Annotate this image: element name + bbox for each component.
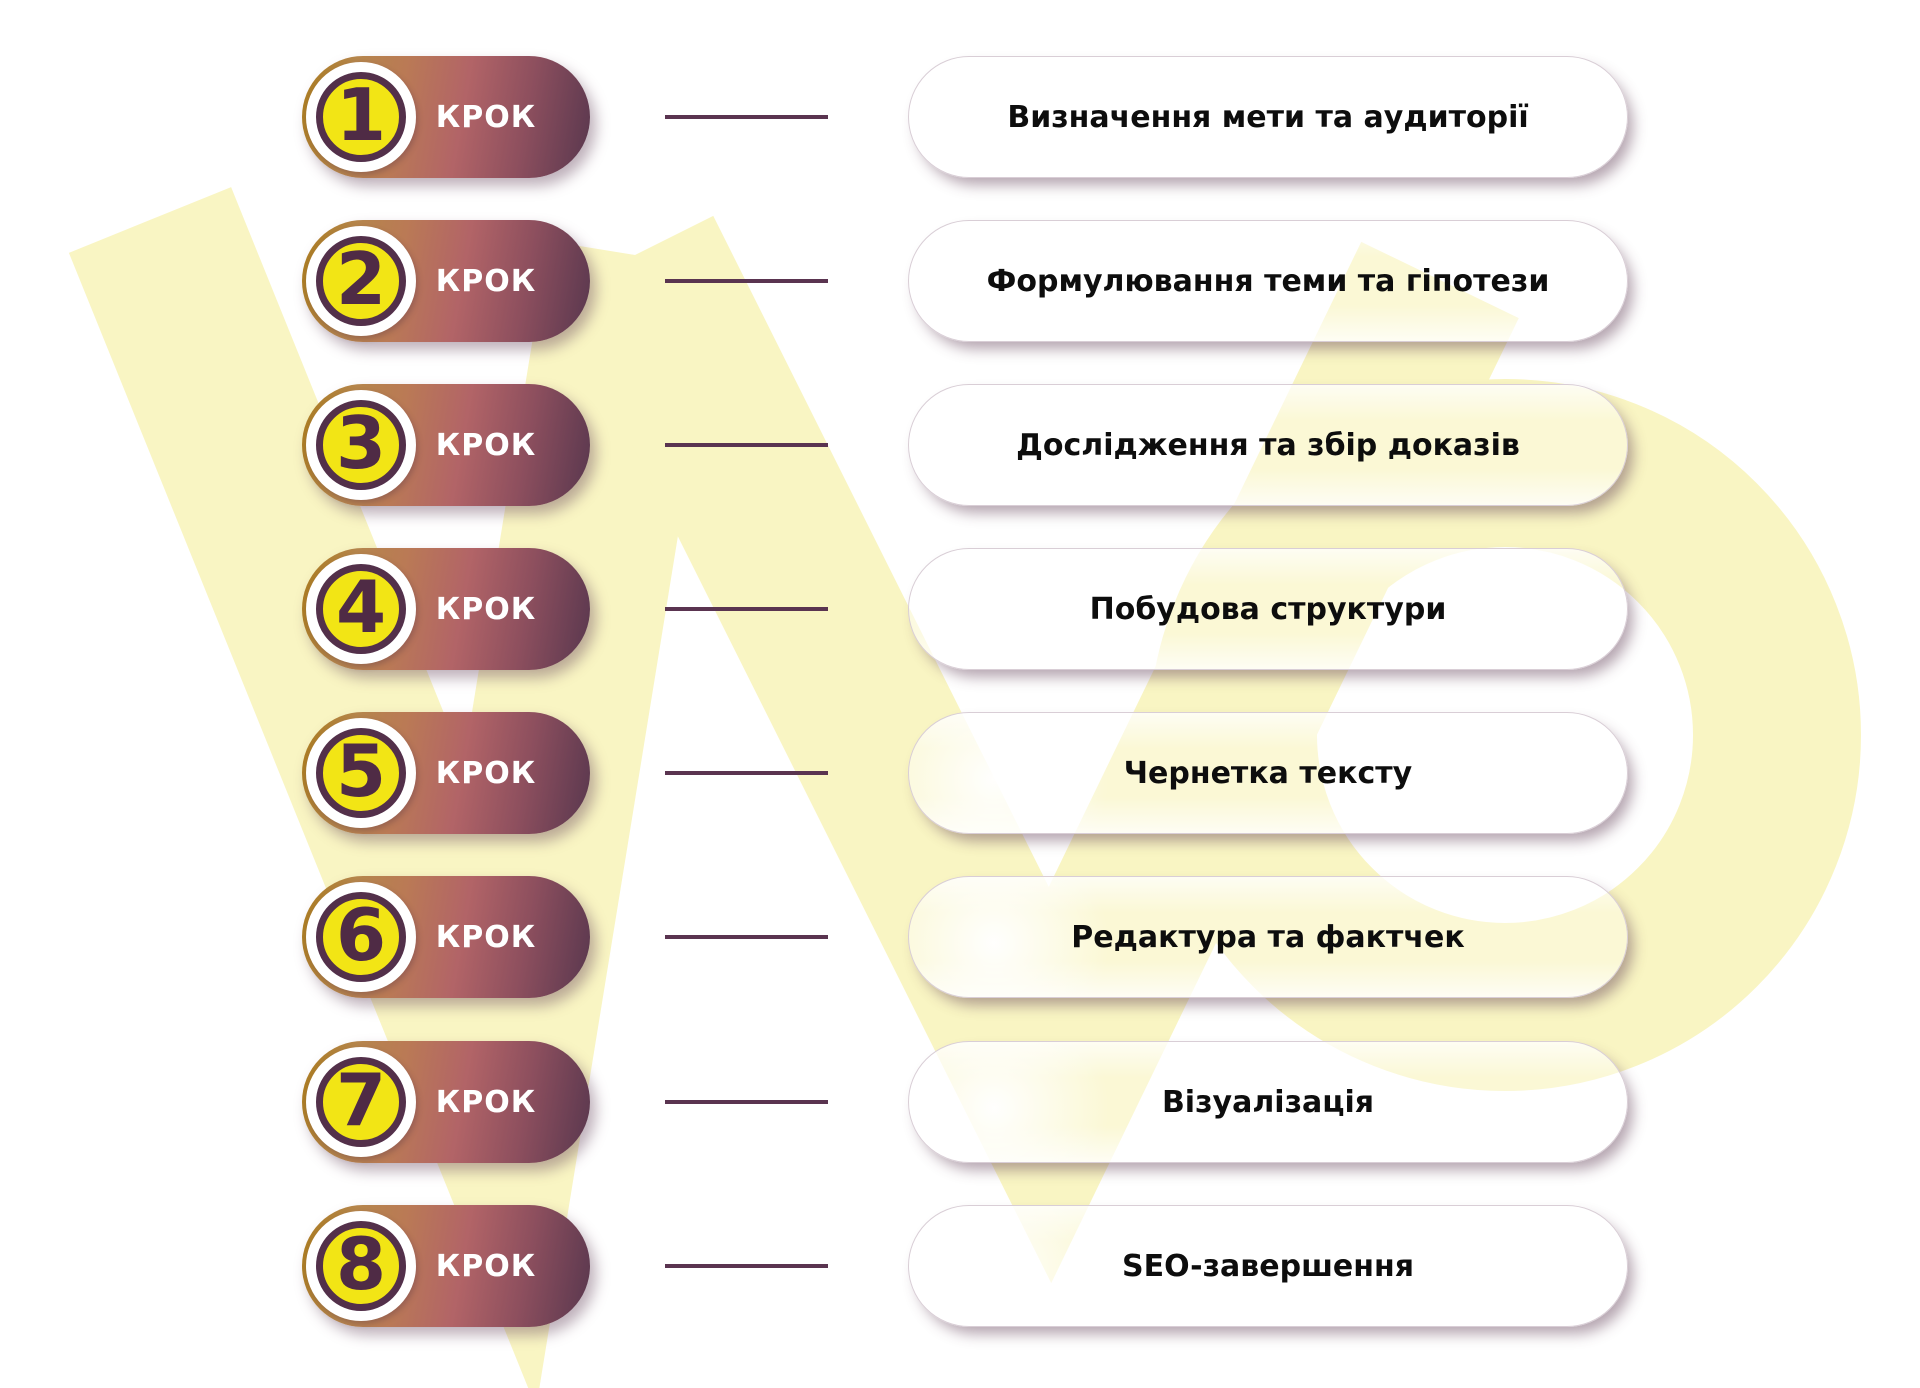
- step-badge-label-1: КРОК: [435, 99, 537, 135]
- step-number-disc-4: 4: [316, 564, 406, 654]
- step-title-5: Чернетка тексту: [1123, 755, 1413, 791]
- step-title-1: Визначення мети та аудиторії: [1007, 99, 1529, 135]
- step-number-circle-1: 1: [306, 62, 416, 172]
- step-badge-2: 2 КРОК: [302, 220, 590, 342]
- step-title-pill-6: Редактура та фактчек: [908, 876, 1628, 998]
- step-row-3: 3 КРОК Дослідження та збір доказів: [0, 384, 1920, 506]
- step-number-circle-8: 8: [306, 1211, 416, 1321]
- connector-line-8: [665, 1264, 828, 1268]
- connector-line-3: [665, 443, 828, 447]
- step-title-pill-8: SEO-завершення: [908, 1205, 1628, 1327]
- step-badge-label-5: КРОК: [435, 755, 537, 791]
- step-title-6: Редактура та фактчек: [1071, 919, 1465, 955]
- step-title-pill-2: Формулювання теми та гіпотези: [908, 220, 1628, 342]
- step-number-7: 7: [335, 1058, 387, 1142]
- step-badge-label-6: КРОК: [435, 919, 537, 955]
- step-number-circle-5: 5: [306, 718, 416, 828]
- connector-line-4: [665, 607, 828, 611]
- step-title-pill-1: Визначення мети та аудиторії: [908, 56, 1628, 178]
- step-number-3: 3: [335, 401, 387, 485]
- step-badge-label-2: КРОК: [435, 263, 537, 299]
- step-badge-3: 3 КРОК: [302, 384, 590, 506]
- step-title-pill-5: Чернетка тексту: [908, 712, 1628, 834]
- step-badge-4: 4 КРОК: [302, 548, 590, 670]
- step-badge-label-7: КРОК: [435, 1084, 537, 1120]
- step-badge-8: 8 КРОК: [302, 1205, 590, 1327]
- step-number-circle-6: 6: [306, 882, 416, 992]
- step-number-8: 8: [335, 1222, 387, 1306]
- step-number-circle-3: 3: [306, 390, 416, 500]
- step-title-pill-4: Побудова структури: [908, 548, 1628, 670]
- step-badge-6: 6 КРОК: [302, 876, 590, 998]
- connector-line-2: [665, 279, 828, 283]
- step-title-3: Дослідження та збір доказів: [1016, 427, 1520, 463]
- step-number-circle-7: 7: [306, 1047, 416, 1157]
- step-number-disc-8: 8: [316, 1221, 406, 1311]
- step-title-2: Формулювання теми та гіпотези: [986, 263, 1550, 299]
- step-number-4: 4: [335, 565, 387, 649]
- step-number-circle-2: 2: [306, 226, 416, 336]
- step-badge-label-8: КРОК: [435, 1248, 537, 1284]
- connector-line-7: [665, 1100, 828, 1104]
- step-badge-label-4: КРОК: [435, 591, 537, 627]
- step-number-disc-1: 1: [316, 72, 406, 162]
- step-badge-7: 7 КРОК: [302, 1041, 590, 1163]
- step-number-6: 6: [335, 893, 387, 977]
- step-number-circle-4: 4: [306, 554, 416, 664]
- step-title-pill-3: Дослідження та збір доказів: [908, 384, 1628, 506]
- step-row-6: 6 КРОК Редактура та фактчек: [0, 876, 1920, 998]
- connector-line-5: [665, 771, 828, 775]
- step-number-5: 5: [335, 729, 387, 813]
- step-badge-label-3: КРОК: [435, 427, 537, 463]
- step-row-4: 4 КРОК Побудова структури: [0, 548, 1920, 670]
- step-title-4: Побудова структури: [1089, 591, 1447, 627]
- step-number-disc-6: 6: [316, 892, 406, 982]
- step-row-5: 5 КРОК Чернетка тексту: [0, 712, 1920, 834]
- step-row-1: 1 КРОК Визначення мети та аудиторії: [0, 56, 1920, 178]
- step-row-7: 7 КРОК Візуалізація: [0, 1041, 1920, 1163]
- step-number-disc-7: 7: [316, 1057, 406, 1147]
- step-title-7: Візуалізація: [1161, 1084, 1375, 1120]
- step-badge-5: 5 КРОК: [302, 712, 590, 834]
- step-row-8: 8 КРОК SEO-завершення: [0, 1205, 1920, 1327]
- step-number-2: 2: [335, 237, 387, 321]
- step-number-1: 1: [335, 73, 387, 157]
- step-number-disc-5: 5: [316, 728, 406, 818]
- connector-line-1: [665, 115, 828, 119]
- step-title-pill-7: Візуалізація: [908, 1041, 1628, 1163]
- step-badge-1: 1 КРОК: [302, 56, 590, 178]
- step-number-disc-2: 2: [316, 236, 406, 326]
- connector-line-6: [665, 935, 828, 939]
- step-title-8: SEO-завершення: [1121, 1248, 1415, 1284]
- step-number-disc-3: 3: [316, 400, 406, 490]
- step-row-2: 2 КРОК Формулювання теми та гіпотези: [0, 220, 1920, 342]
